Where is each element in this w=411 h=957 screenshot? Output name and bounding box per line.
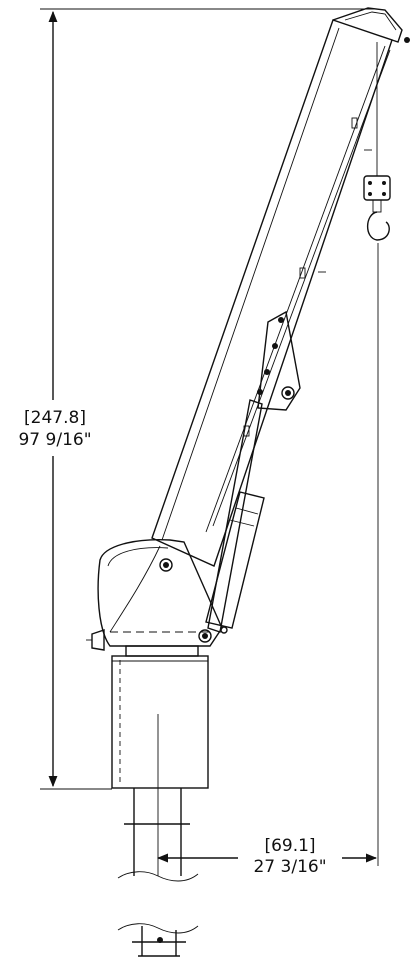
height-metric-label: [247.8] xyxy=(24,408,86,428)
break-line-top xyxy=(117,871,199,882)
hook-assembly xyxy=(363,42,391,241)
housing-pin-upper xyxy=(159,558,173,572)
boom-edge-line xyxy=(161,27,340,541)
housing-curve xyxy=(109,545,161,633)
sheave-pin xyxy=(404,37,410,43)
reach-imperial-label: 27 3/16" xyxy=(253,857,326,877)
height-dimension: [247.8] 97 9/16" xyxy=(18,8,378,790)
bracket-pivot xyxy=(281,386,295,400)
hydraulic-cylinder xyxy=(205,399,265,633)
mid-bracket xyxy=(257,310,301,411)
hook-icon xyxy=(366,211,390,241)
mast xyxy=(111,645,209,957)
height-imperial-label: 97 9/16" xyxy=(18,430,91,450)
cylinder-barrel xyxy=(205,491,265,629)
boom-detail-2 xyxy=(299,267,306,279)
boom-tip-inner xyxy=(344,11,397,31)
base-housing xyxy=(86,538,228,651)
boom-tip xyxy=(332,7,403,43)
boom xyxy=(151,7,410,567)
hook-shank xyxy=(372,199,382,213)
socket-pin xyxy=(157,937,163,943)
boom-outer xyxy=(151,19,393,567)
lock-knob-icon xyxy=(91,629,105,651)
boom-detail-1 xyxy=(351,117,358,129)
boom-inner-line-2 xyxy=(212,49,391,527)
cylinder-rod xyxy=(207,399,263,633)
mast-body xyxy=(111,655,209,789)
boom-inner-line xyxy=(205,45,386,533)
break-line-bottom xyxy=(117,923,199,934)
reach-metric-label: [69.1] xyxy=(264,836,315,856)
mast-collar xyxy=(125,645,199,657)
housing-pin-lower xyxy=(198,629,212,643)
reach-dimension: [69.1] 27 3/16" xyxy=(156,243,379,877)
hook-block xyxy=(363,175,391,201)
